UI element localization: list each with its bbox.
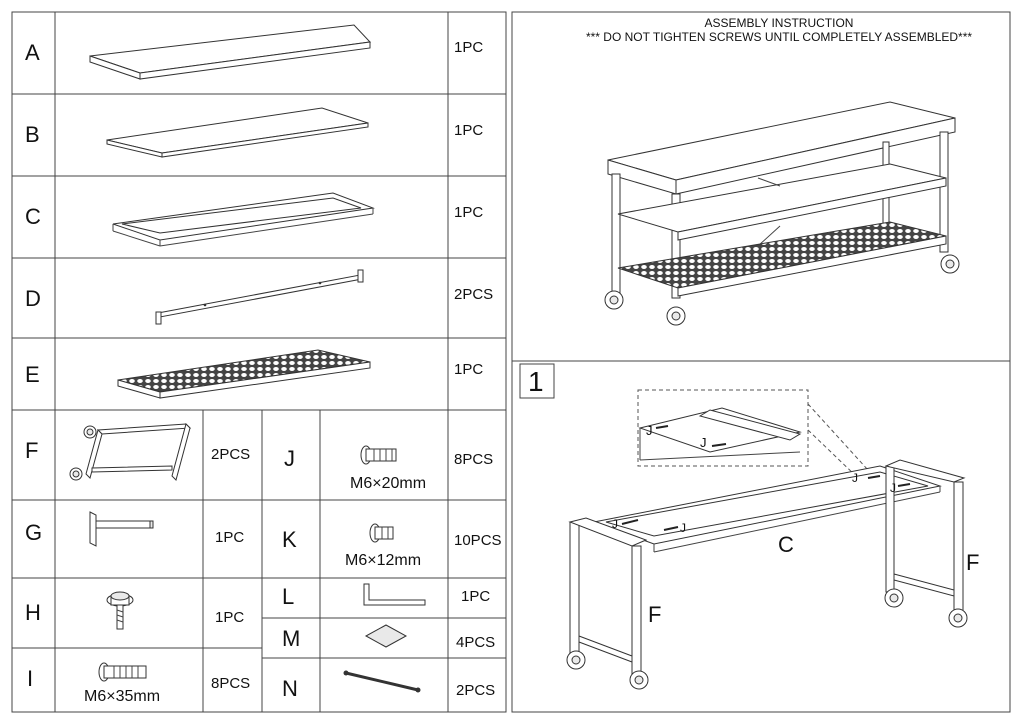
assembled-console-table-icon	[604, 101, 960, 326]
qty-m: 4PCS	[456, 634, 496, 651]
instructions-border	[511, 11, 1011, 713]
part-letter-k: K	[282, 527, 297, 552]
frame-label-j-2: J	[680, 521, 686, 535]
felt-pad-icon	[364, 624, 408, 648]
qty-h: 1PC	[215, 609, 245, 626]
step-number-box	[519, 363, 555, 399]
wheeled-leg-frame-icon	[69, 423, 192, 481]
part-letter-b: B	[25, 122, 40, 147]
qty-i: 8PCS	[211, 675, 251, 692]
mesh-shelf-icon	[117, 349, 371, 399]
step1-label-f-right: F	[966, 550, 980, 575]
step1-label-f-left: F	[648, 602, 662, 627]
shelf-panel-icon	[106, 107, 369, 158]
support-bar-icon	[155, 269, 364, 325]
qty-d: 2PCS	[454, 286, 494, 303]
step-number: 1	[528, 366, 544, 397]
bolt-j-icon	[360, 445, 397, 465]
part-letter-d: D	[25, 286, 41, 311]
spec-k: M6×12mm	[345, 552, 422, 569]
detail-inset	[637, 389, 869, 479]
spec-j: M6×20mm	[350, 475, 427, 492]
step1-leg-frame-right	[884, 459, 968, 628]
qty-l: 1PC	[461, 588, 491, 605]
step1-label-c: C	[778, 532, 794, 557]
bolt-k-icon	[369, 523, 394, 543]
part-letter-a: A	[25, 40, 40, 65]
part-letter-m: M	[282, 626, 301, 651]
instruction-title: ASSEMBLY INSTRUCTION	[704, 16, 854, 30]
bolt-i-icon	[98, 662, 147, 682]
part-letter-n: N	[282, 676, 298, 701]
part-letter-c: C	[25, 204, 41, 229]
qty-b: 1PC	[454, 122, 484, 139]
bolt-with-plate-icon	[89, 511, 154, 547]
part-letter-i: I	[27, 666, 34, 691]
qty-a: 1PC	[454, 39, 484, 56]
spec-i: M6×35mm	[84, 688, 161, 705]
frame-label-j-3: J	[852, 471, 858, 485]
frame-label-j-4: J	[890, 481, 896, 495]
inset-label-j-1: J	[646, 423, 653, 438]
header: ASSEMBLY INSTRUCTION *** DO NOT TIGHTEN …	[540, 16, 1018, 45]
parts-list-border	[11, 11, 507, 713]
qty-k: 10PCS	[454, 532, 502, 549]
part-letter-j: J	[284, 446, 295, 471]
part-letter-e: E	[25, 362, 40, 387]
part-letter-l: L	[282, 584, 295, 609]
parts-table-grid	[12, 12, 506, 712]
rectangular-frame-icon	[112, 192, 375, 247]
qty-e: 1PC	[454, 361, 484, 378]
qty-j: 8PCS	[454, 451, 494, 468]
qty-c: 1PC	[454, 204, 484, 221]
allen-key-icon	[363, 583, 426, 606]
part-letter-h: H	[25, 600, 41, 625]
qty-f: 2PCS	[211, 446, 251, 463]
qty-g: 1PC	[215, 529, 245, 546]
qty-n: 2PCS	[456, 682, 496, 699]
tabletop-panel-icon	[89, 24, 372, 80]
part-letter-f: F	[25, 438, 39, 463]
frame-label-j-1: J	[612, 517, 618, 531]
step1-leg-frame-left	[566, 517, 649, 690]
part-letter-g: G	[25, 520, 43, 545]
threaded-rod-icon	[343, 670, 421, 693]
warning-text: *** DO NOT TIGHTEN SCREWS UNTIL COMPLETE…	[585, 29, 973, 44]
leveling-foot-icon	[106, 591, 134, 630]
inset-label-j-2: J	[700, 435, 707, 450]
